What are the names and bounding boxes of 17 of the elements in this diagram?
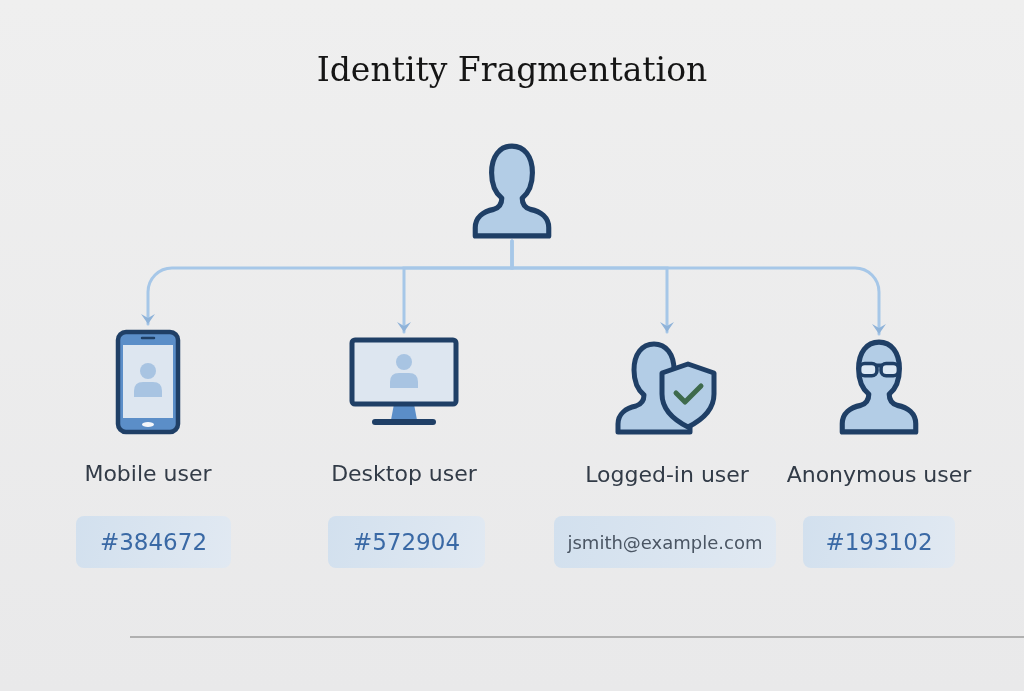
user-identifier: #193102	[825, 529, 933, 555]
arrow	[510, 239, 886, 336]
smartphone-icon	[114, 328, 182, 436]
diagram-title: Identity Fragmentation	[315, 50, 709, 89]
node-caption: Desktop user	[331, 460, 477, 488]
user-identifier: #384672	[99, 529, 208, 555]
node-caption: Mobile user	[84, 460, 212, 488]
id-chip	[328, 516, 485, 568]
person-icon	[470, 142, 554, 240]
id-chip	[76, 516, 231, 568]
id-chip	[554, 516, 776, 568]
user-identifier: jsmith@example.com	[567, 531, 763, 553]
person-with-glasses-icon	[838, 338, 920, 436]
node-caption: Anonymous user	[786, 461, 972, 489]
id-chip	[803, 516, 955, 568]
node-caption: Logged-in user	[585, 461, 749, 489]
user-identifier: #572904	[352, 529, 461, 555]
